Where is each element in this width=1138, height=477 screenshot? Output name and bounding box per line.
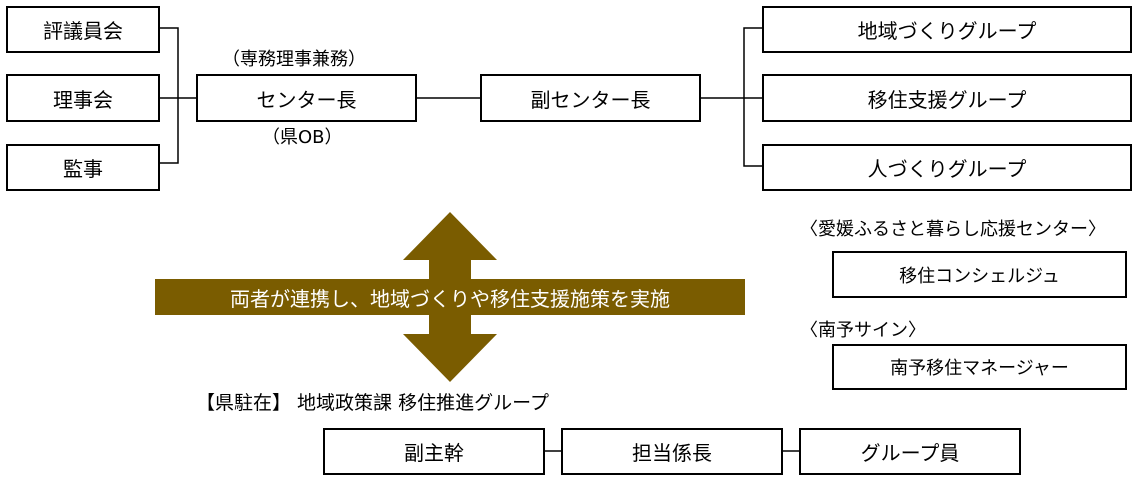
concierge-box: 移住コンシェルジュ: [832, 251, 1127, 298]
director-label: センター長: [256, 87, 357, 112]
groups-bracket: [743, 27, 762, 167]
group-label: 移住支援グループ: [867, 87, 1027, 112]
group-box-chiiki: 地域づくりグループ: [762, 6, 1132, 53]
prefecture-heading: 【県駐在】 地域政策課 移住推進グループ: [196, 392, 549, 414]
group-box-iju: 移住支援グループ: [762, 74, 1132, 122]
staff-label: グループ員: [860, 441, 960, 465]
deputy-box: 副センター長: [480, 74, 701, 122]
staff-box-member: グループ員: [799, 428, 1021, 475]
nanyo-heading: 〈南予サイン〉: [800, 320, 926, 341]
staff-box-fukushukan: 副主幹: [323, 428, 545, 475]
staff-label: 副主幹: [404, 441, 464, 465]
nanyo-label: 南予移住マネージャー: [890, 358, 1069, 379]
board-label: 理事会: [53, 87, 113, 112]
board-bracket: [160, 27, 179, 164]
director-note-top: （専務理事兼務）: [222, 49, 366, 70]
director-box: センター長: [196, 74, 417, 122]
cooperation-band: 両者が連携し、地域づくりや移住支援施策を実施: [155, 279, 745, 315]
board-label: 監事: [63, 157, 103, 181]
concierge-label: 移住コンシェルジュ: [899, 265, 1060, 287]
deputy-label: 副センター長: [530, 87, 651, 112]
board-box-rijikai: 理事会: [6, 74, 160, 122]
group-box-hito: 人づくりグループ: [762, 144, 1132, 191]
director-note-bottom: （県OB）: [262, 127, 343, 148]
staff-label: 担当係長: [632, 441, 712, 465]
board-box-hyogiinkai: 評議員会: [6, 6, 160, 53]
board-box-kanji: 監事: [6, 144, 160, 191]
board-label: 評議員会: [43, 19, 123, 43]
group-label: 地域づくりグループ: [857, 19, 1037, 43]
group-label: 人づくりグループ: [867, 157, 1027, 181]
concierge-heading: 〈愛媛ふるさと暮らし応援センター〉: [800, 219, 1106, 240]
cooperation-text: 両者が連携し、地域づくりや移住支援施策を実施: [230, 286, 670, 311]
staff-box-tanto: 担当係長: [561, 428, 783, 475]
nanyo-box: 南予移住マネージャー: [832, 344, 1127, 390]
